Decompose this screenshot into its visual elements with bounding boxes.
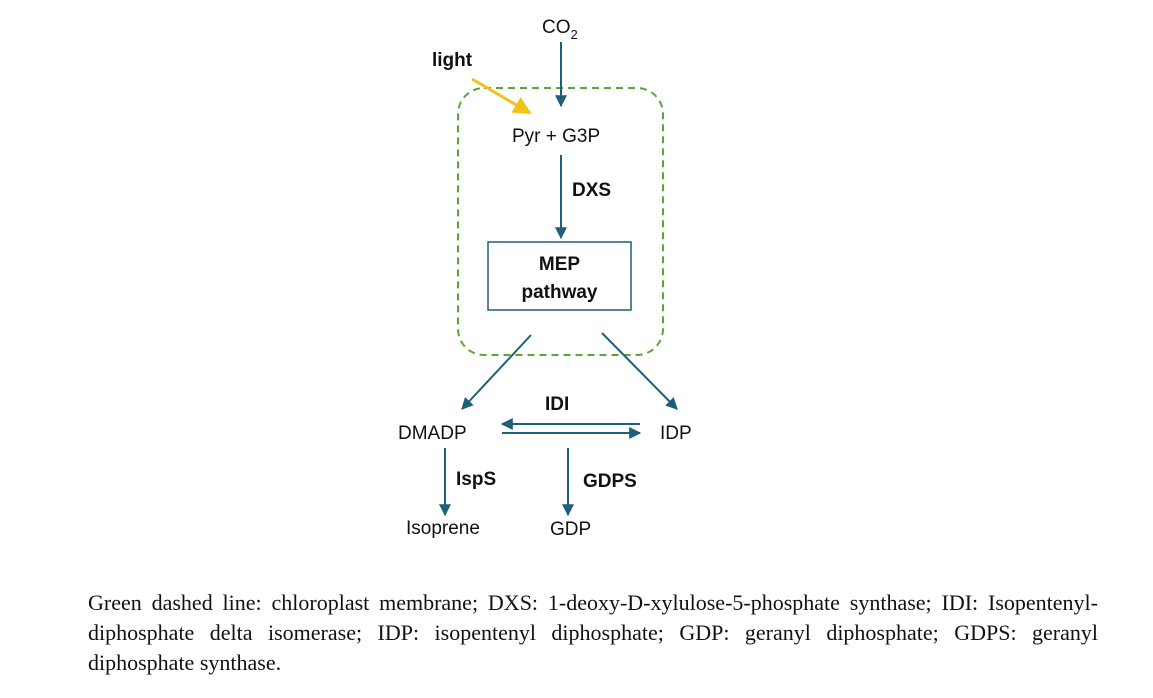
isps-label: IspS bbox=[456, 469, 496, 490]
idi-label: IDI bbox=[545, 394, 569, 415]
figure-caption: Green dashed line: chloroplast membrane;… bbox=[88, 590, 1098, 675]
mep-pathway-box bbox=[487, 241, 632, 311]
mep-label-line1: MEP bbox=[539, 254, 581, 275]
mep-to-idp-arrow bbox=[601, 332, 678, 410]
co2-subscript: 2 bbox=[571, 27, 578, 42]
idp-label: IDP bbox=[660, 423, 692, 444]
pyr-g3p-label: Pyr + G3P bbox=[512, 126, 600, 147]
isoprene-label: Isoprene bbox=[406, 518, 480, 539]
light-arrow bbox=[471, 77, 532, 115]
co2-label: CO2 bbox=[542, 17, 578, 42]
gdp-label: GDP bbox=[550, 519, 591, 540]
mep-label-line2: pathway bbox=[521, 282, 597, 303]
pathway-diagram: CO2 light Pyr + G3P DXS MEP pathway DMAD… bbox=[398, 17, 692, 540]
dxs-label: DXS bbox=[572, 180, 611, 201]
gdps-label: GDPS bbox=[583, 471, 637, 492]
mep-to-dmadp-arrow bbox=[461, 334, 532, 410]
light-label: light bbox=[432, 50, 473, 71]
dmadp-label: DMADP bbox=[398, 423, 467, 444]
